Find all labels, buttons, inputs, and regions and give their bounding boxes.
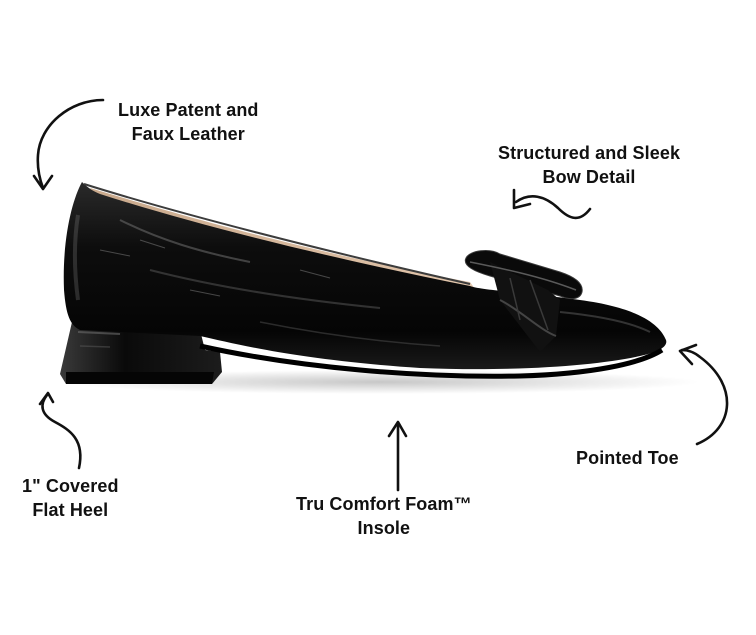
callout-heel-line-1: 1" Covered [22, 476, 119, 496]
callout-material: Luxe Patent and Faux Leather [118, 98, 259, 146]
callout-material-line-2: Faux Leather [131, 124, 245, 144]
callout-insole-line-2: Insole [357, 518, 411, 538]
bow-detail [464, 250, 583, 352]
shoe-upper [63, 182, 667, 370]
callout-toe-line-1: Pointed Toe [576, 448, 679, 468]
callout-toe: Pointed Toe [576, 446, 679, 470]
callout-heel: 1" Covered Flat Heel [22, 474, 119, 522]
callout-bow-line-2: Bow Detail [542, 167, 636, 187]
sole [199, 343, 664, 379]
patent-texture [73, 214, 651, 347]
callout-material-line-1: Luxe Patent and [118, 100, 259, 120]
arrow-heel-icon [38, 391, 82, 470]
arrow-insole-icon [387, 420, 408, 492]
arrow-material-icon [32, 98, 105, 191]
callout-insole-line-1: Tru Comfort Foam™ [296, 494, 472, 514]
heel [60, 322, 222, 384]
callout-bow-line-1: Structured and Sleek [498, 143, 681, 163]
callout-heel-line-2: Flat Heel [32, 500, 109, 520]
callout-insole: Tru Comfort Foam™ Insole [296, 492, 472, 540]
callout-bow: Structured and Sleek Bow Detail [498, 141, 680, 189]
arrow-toe-icon [678, 343, 729, 446]
arrow-bow-icon [512, 188, 592, 220]
